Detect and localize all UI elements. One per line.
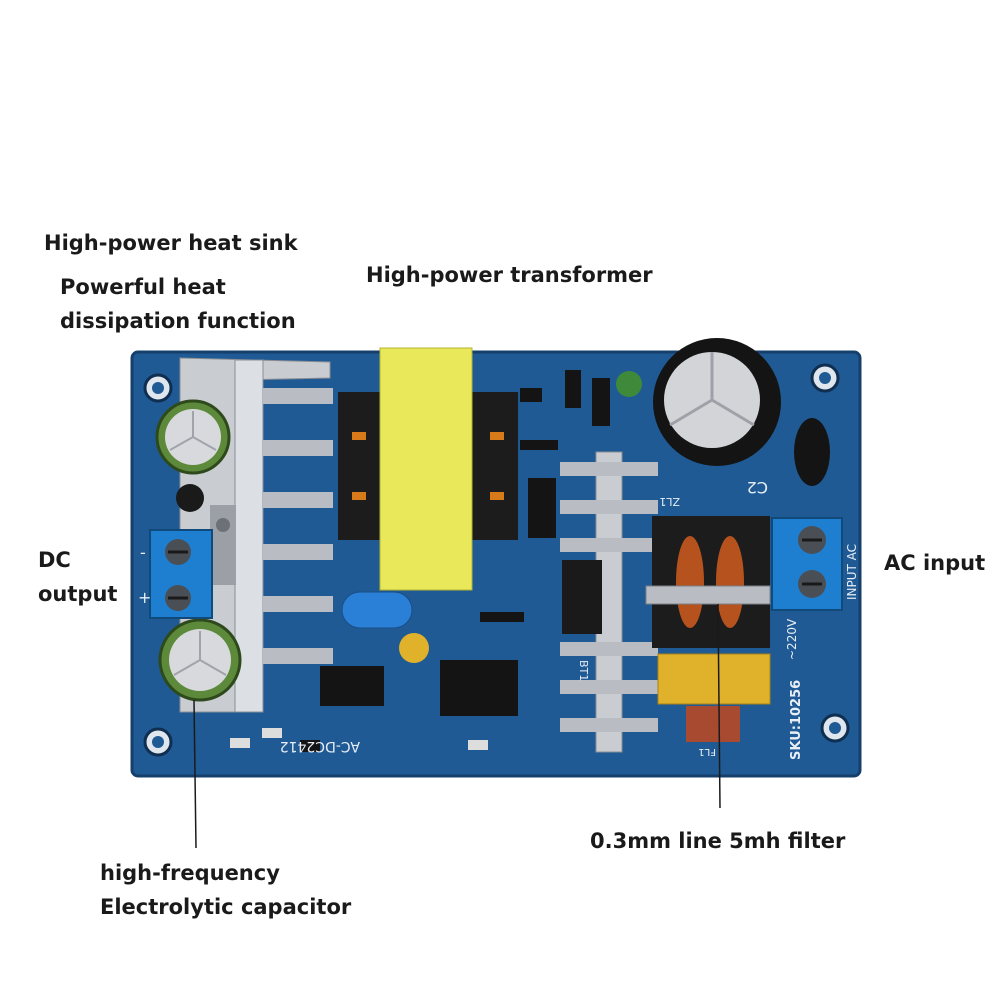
capacitor-label: high-frequency Electrolytic capacitor	[100, 856, 351, 924]
transformer	[338, 347, 518, 629]
transistor	[176, 484, 204, 512]
green-ceramic-capacitor	[616, 371, 642, 397]
mounting-holes	[143, 363, 850, 757]
fuse-fl1	[686, 706, 740, 742]
fl1-marking: FL1	[698, 746, 716, 757]
zl1-marking: ZL1	[659, 495, 680, 508]
smd-components	[230, 370, 610, 752]
dc-output-terminal	[149, 529, 213, 619]
dc-minus-marking: -	[140, 543, 146, 562]
heat-sink-text: High-power heat sink	[44, 231, 298, 255]
heat-dissipation-label: Powerful heat dissipation function	[60, 270, 296, 338]
transformer-text: High-power transformer	[366, 263, 653, 287]
capacitor-line-2: Electrolytic capacitor	[100, 895, 352, 919]
sku-marking: SKU:10256	[789, 680, 804, 760]
dc-output-line-1: DC	[38, 548, 71, 572]
line-filter-choke	[645, 516, 771, 648]
heat-dissipation-line-2: dissipation function	[60, 309, 296, 333]
electrolytic-capacitor-top	[155, 399, 231, 475]
ac-input-text: AC input	[884, 551, 986, 575]
dc-output-line-2: output	[38, 582, 118, 606]
voltage-marking: ~220V	[785, 618, 799, 660]
thermistor	[794, 418, 830, 486]
capacitor-leader-line	[193, 699, 197, 849]
ac-input-label: AC input	[884, 546, 985, 580]
model-marking: AC-DC2412	[280, 738, 360, 754]
small-capacitor	[399, 633, 429, 663]
electrolytic-capacitor-c2	[653, 338, 781, 466]
dc-plus-marking: +	[138, 588, 151, 607]
heat-sink-label: High-power heat sink	[44, 226, 298, 260]
filter-text: 0.3mm line 5mh filter	[590, 829, 846, 853]
center-heat-sink	[560, 451, 658, 753]
dc-output-label: DC output	[38, 543, 117, 611]
electrolytic-capacitor-bottom	[158, 618, 242, 702]
input-ac-marking: INPUT AC	[845, 544, 859, 600]
bt1-marking: BT1	[577, 660, 590, 681]
heat-dissipation-line-1: Powerful heat	[60, 275, 226, 299]
ac-input-terminal	[771, 517, 843, 611]
c2-marking: C2	[747, 478, 768, 497]
filter-label: 0.3mm line 5mh filter	[590, 824, 845, 858]
filter-leader-line	[717, 603, 721, 809]
x-capacitor	[657, 653, 771, 705]
transformer-label: High-power transformer	[366, 258, 653, 292]
capacitor-line-1: high-frequency	[100, 861, 280, 885]
